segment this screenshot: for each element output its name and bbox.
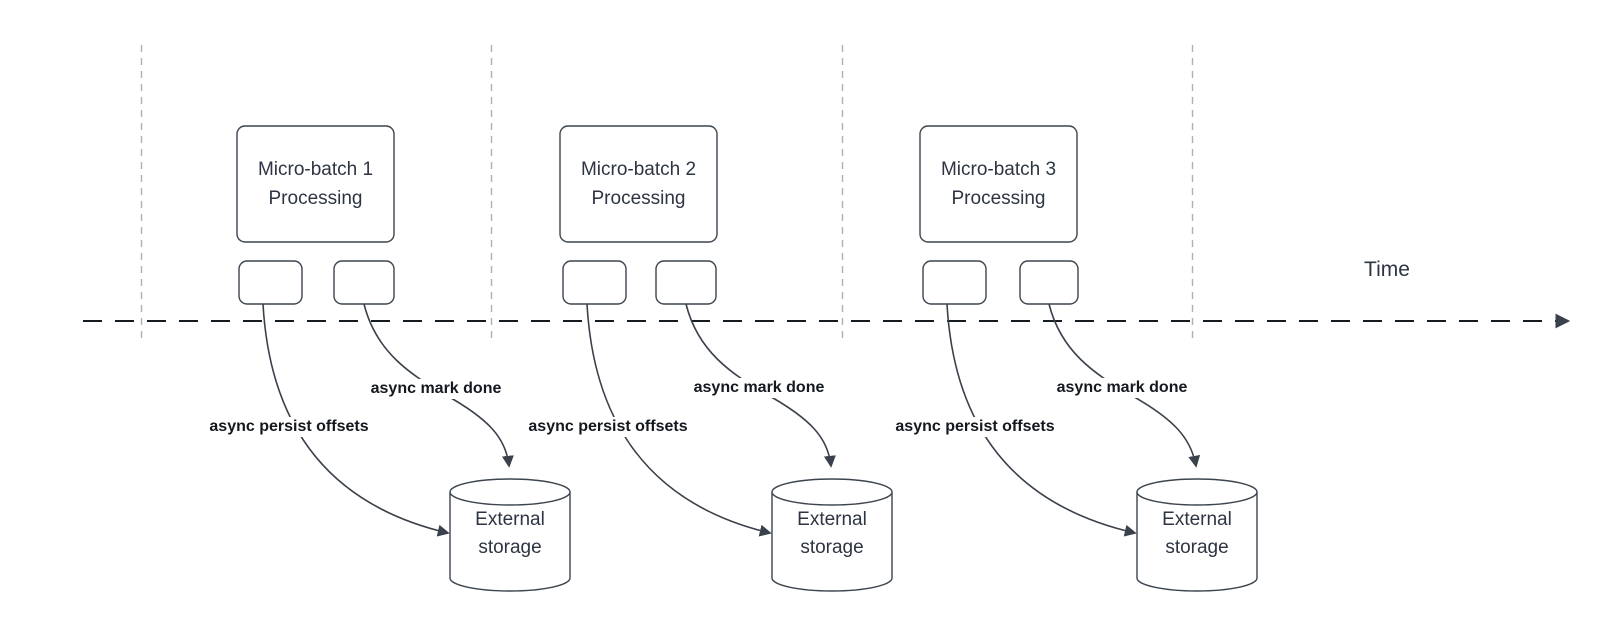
storage-1-label: External storage [450,506,570,562]
microbatch-2-offset-task-box [562,260,627,305]
storage-3-label-line2: storage [1165,537,1229,558]
microbatch-3-group [919,125,1079,305]
microbatch-1-markdone-task-box [333,260,395,305]
storage-cylinder-3-top [1136,478,1258,506]
microbatch-3-mark-done-label: async mark done [1053,378,1191,398]
storage-2-label-line2: storage [800,537,864,558]
microbatch-3-offset-task-box [922,260,987,305]
storage-2-label-line1: External [797,509,867,530]
microbatch-3-markdone-task-box [1019,260,1079,305]
storage-cylinder-2 [771,478,893,592]
storage-3-label: External storage [1137,506,1257,562]
storage-cylinder-1-top [449,478,571,506]
microbatch-2-title: Micro-batch 2 Processing [560,126,717,242]
microbatch-2-group [559,125,718,305]
microbatch-1-title-line1: Micro-batch 1 [257,159,374,180]
microbatch-1-title: Micro-batch 1 Processing [237,126,394,242]
microbatch-3-title: Micro-batch 3 Processing [920,126,1077,242]
microbatch-1-title-line2: Processing [268,188,363,209]
microbatch-2-title-line2: Processing [591,188,686,209]
microbatch-1-group [236,125,395,305]
time-axis-label: Time [1364,258,1410,281]
microbatch-1-box [236,125,395,243]
storage-cylinder-3 [1136,478,1258,592]
storage-2-label: External storage [772,506,892,562]
microbatch-2-persist-offsets-label: async persist offsets [525,417,691,437]
storage-cylinder-3-body [1136,492,1258,592]
microbatch-3-persist-offsets-arrow [946,303,1137,537]
microbatch-3-persist-offsets-label: async persist offsets [892,417,1058,437]
storage-1-label-line1: External [475,509,545,530]
microbatch-1-persist-offsets-arrow [262,303,450,537]
microbatch-1-offset-task-box [238,260,303,305]
microbatch-3-title-line2: Processing [951,188,1046,209]
microbatch-1-persist-offsets-label: async persist offsets [206,417,372,437]
storage-1-label-line2: storage [478,537,542,558]
storage-cylinder-1 [449,478,571,592]
microbatch-2-markdone-task-box [655,260,717,305]
microbatch-2-box [559,125,718,243]
microbatch-2-mark-done-label: async mark done [690,378,828,398]
time-guide-lines [140,45,1194,340]
storage-cylinder-1-body [449,492,571,592]
storage-3-label-line1: External [1162,509,1232,530]
microbatch-2-title-line1: Micro-batch 2 [580,159,697,180]
microbatch-2-persist-offsets-arrow [586,303,772,537]
microbatch-1-mark-done-label: async mark done [367,379,505,399]
storage-cylinder-2-body [771,492,893,592]
microbatch-3-box [919,125,1078,243]
microbatch-3-title-line1: Micro-batch 3 [940,159,1057,180]
storage-cylinder-2-top [771,478,893,506]
